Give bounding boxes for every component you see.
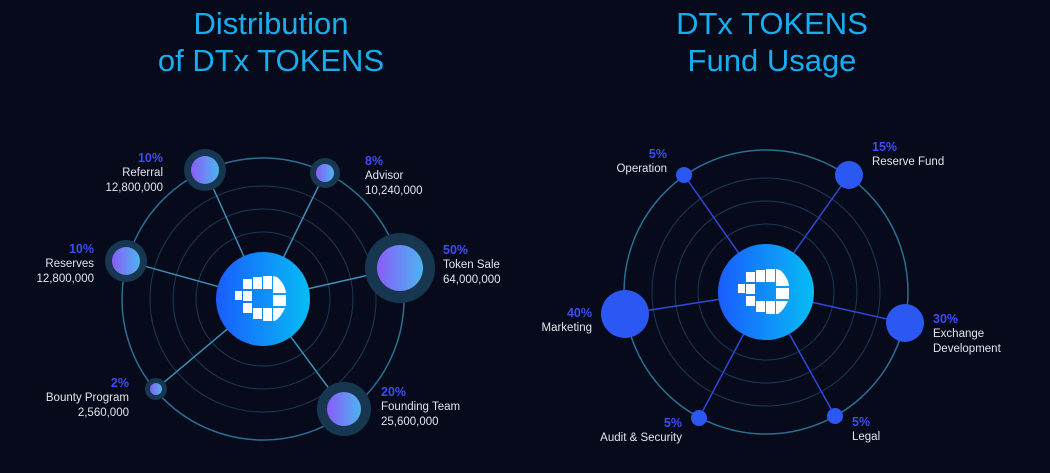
percent: 15% — [872, 140, 898, 154]
label-audit: 5% Audit & Security — [600, 416, 682, 446]
node-advisor — [316, 164, 334, 182]
label: Operation — [616, 163, 667, 175]
label-marketing: 40% Marketing — [542, 306, 593, 336]
amount: 64,000,000 — [443, 274, 501, 286]
percent: 5% — [663, 416, 682, 430]
label-founding-team: 20% Founding Team 25,600,000 — [381, 385, 460, 430]
label: Exchange — [933, 328, 985, 340]
percent: 20% — [381, 385, 407, 399]
node-legal — [827, 408, 843, 424]
left-title-line2: of DTx TOKENS — [157, 43, 385, 78]
right-hub — [718, 244, 814, 340]
percent: 40% — [566, 306, 592, 320]
right-nodes — [601, 161, 924, 426]
left-hub — [216, 252, 310, 346]
label-reserves: 10% Reserves 12,800,000 — [36, 242, 94, 287]
amount: 10,240,000 — [365, 185, 423, 197]
percent: 8% — [365, 154, 384, 168]
right-title-line1: DTx TOKENS — [676, 6, 868, 41]
node-audit — [691, 410, 707, 426]
percent: 5% — [852, 415, 871, 429]
label-reserve-fund: 15% Reserve Fund — [872, 140, 944, 170]
amount: 12,800,000 — [36, 273, 94, 285]
percent: 50% — [443, 243, 469, 257]
node-operation — [676, 167, 692, 183]
left-nodes — [105, 149, 435, 436]
percent: 5% — [648, 147, 667, 161]
node-bounty — [150, 383, 162, 395]
label-token-sale: 50% Token Sale 64,000,000 — [443, 243, 501, 288]
percent: 2% — [110, 376, 129, 390]
percent: 10% — [137, 151, 163, 165]
label-operation: 5% Operation — [616, 147, 667, 177]
right-title-line2: Fund Usage — [687, 43, 857, 78]
label: Reserves — [45, 258, 94, 270]
label: Development — [933, 343, 1001, 355]
label: Token Sale — [443, 259, 500, 271]
label-legal: 5% Legal — [852, 415, 880, 445]
amount: 25,600,000 — [381, 416, 439, 428]
label-advisor: 8% Advisor 10,240,000 — [365, 154, 423, 199]
amount: 12,800,000 — [105, 182, 163, 194]
label: Advisor — [365, 170, 404, 182]
node-reserve-fund — [835, 161, 863, 189]
label: Legal — [852, 431, 881, 443]
label: Audit & Security — [600, 432, 682, 444]
node-founding-team — [327, 392, 361, 426]
node-exchange — [886, 304, 924, 342]
amount: 2,560,000 — [77, 407, 129, 419]
label-bounty: 2% Bounty Program 2,560,000 — [46, 376, 129, 421]
label: Founding Team — [381, 401, 461, 413]
left-title-line1: Distribution — [193, 6, 349, 41]
node-token-sale — [377, 245, 423, 291]
label-referral: 10% Referral 12,800,000 — [105, 151, 163, 196]
left-title: Distribution of DTx TOKENS — [91, 5, 451, 79]
percent: 10% — [68, 242, 94, 256]
node-marketing — [601, 290, 649, 338]
node-referral — [191, 156, 219, 184]
label: Marketing — [541, 322, 593, 334]
label: Bounty Program — [45, 392, 129, 404]
right-title: DTx TOKENS Fund Usage — [592, 5, 952, 79]
percent: 30% — [933, 312, 959, 326]
label: Referral — [122, 167, 163, 179]
label: Reserve Fund — [872, 156, 945, 168]
node-reserves — [112, 247, 140, 275]
